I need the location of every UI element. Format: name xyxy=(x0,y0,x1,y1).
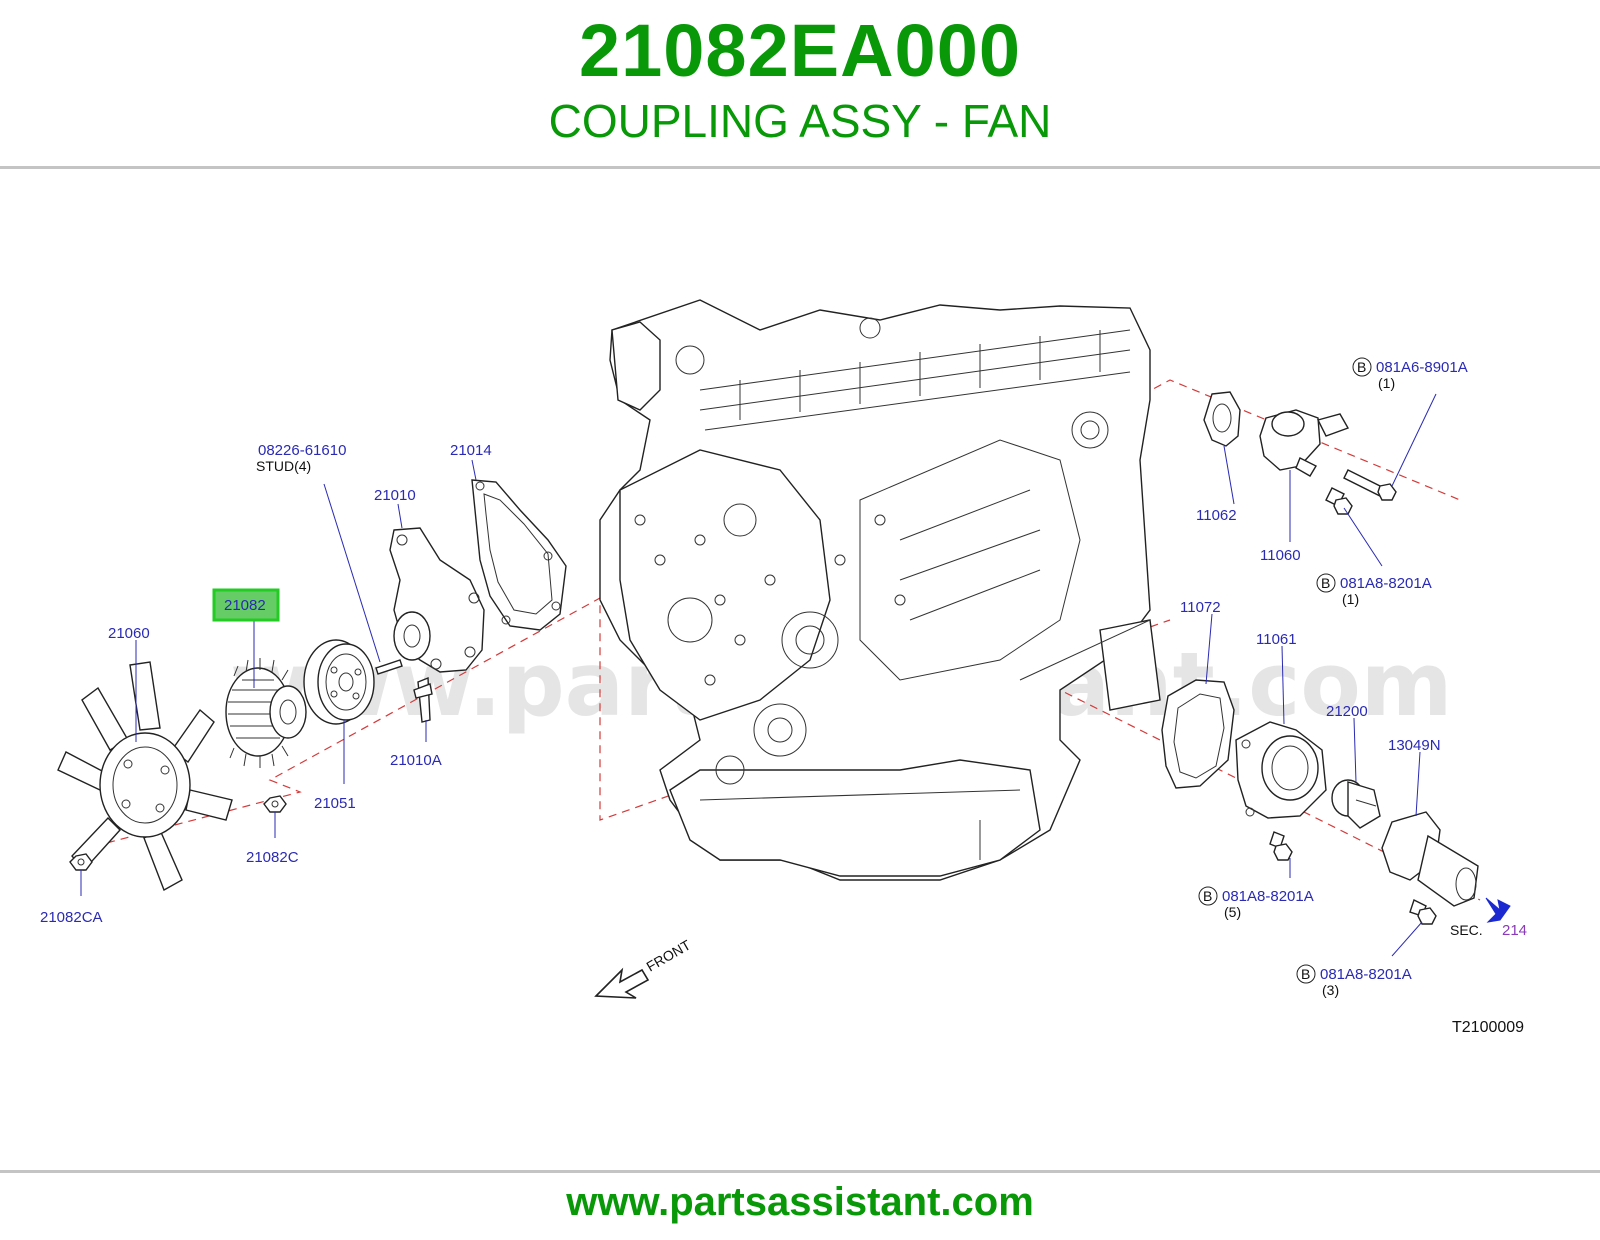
water-outlet-11060 xyxy=(1259,409,1350,477)
callout-21082CA[interactable]: 21082CA xyxy=(40,909,103,926)
b-marker-icon xyxy=(1296,964,1316,984)
callout-081A8-8201A-mid[interactable]: 081A8-8201A xyxy=(1222,888,1314,905)
section-reference-arrow xyxy=(1485,897,1511,923)
callout-21200[interactable]: 21200 xyxy=(1326,703,1368,720)
highlighted-part-box[interactable] xyxy=(212,588,280,622)
water-pump-21010 xyxy=(389,527,485,723)
callout-11062[interactable]: 11062 xyxy=(1196,507,1237,524)
thermostat-21200 xyxy=(1331,779,1381,829)
footer-divider xyxy=(0,1170,1600,1173)
callout-21051[interactable]: 21051 xyxy=(314,795,356,812)
section-number-link[interactable]: 214 xyxy=(1502,922,1527,939)
callout-11072[interactable]: 11072 xyxy=(1180,599,1221,616)
b-marker-label: B xyxy=(1301,966,1310,982)
gasket-21014 xyxy=(471,479,567,631)
b-marker-label: B xyxy=(1203,888,1212,904)
bolt-081A8-8201A-lower xyxy=(1409,899,1437,925)
gasket-11072 xyxy=(1161,679,1235,789)
bolt-081A6-8901A xyxy=(1343,469,1397,501)
gasket-11062 xyxy=(1203,391,1241,447)
header-divider xyxy=(0,166,1600,169)
page-header: 21082EA000 COUPLING ASSY - FAN xyxy=(0,0,1600,168)
bolt-081A8-8201A-upper xyxy=(1325,487,1353,515)
water-inlet-13049N xyxy=(1381,811,1479,907)
b-marker-icon xyxy=(1198,886,1218,906)
bolt-081A8-8201A-mid xyxy=(1269,831,1293,861)
diagram-code: T2100009 xyxy=(1452,1019,1524,1036)
thermostat-housing-11061 xyxy=(1235,721,1327,819)
callout-21082[interactable]: 21082 xyxy=(224,597,266,614)
callout-qty-3: (3) xyxy=(1322,982,1339,998)
stud-08226 xyxy=(375,659,403,675)
b-marker-label: B xyxy=(1321,575,1330,591)
b-marker-icon xyxy=(1352,357,1372,377)
front-direction-arrow xyxy=(594,967,650,999)
section-label: SEC. xyxy=(1450,922,1483,938)
callout-stud-qty: STUD(4) xyxy=(256,458,311,474)
pulley-21051 xyxy=(303,639,375,725)
callout-081A8-8201A-upper[interactable]: 081A8-8201A xyxy=(1340,575,1432,592)
callout-11061[interactable]: 11061 xyxy=(1256,631,1297,648)
part-name-subtitle: COUPLING ASSY - FAN xyxy=(548,95,1052,147)
callout-21060[interactable]: 21060 xyxy=(108,625,150,642)
footer-website-link[interactable]: www.partsassistant.com xyxy=(566,1180,1034,1224)
callout-qty-1b: (1) xyxy=(1342,591,1359,607)
nut-21082CA xyxy=(69,853,93,871)
callout-13049N[interactable]: 13049N xyxy=(1388,737,1441,754)
callout-08226-61610[interactable]: 08226-61610 xyxy=(258,442,346,459)
front-label: FRONT xyxy=(644,936,694,974)
b-marker-icon xyxy=(1316,573,1336,593)
callout-qty-5: (5) xyxy=(1224,904,1241,920)
callout-qty-1a: (1) xyxy=(1378,375,1395,391)
fan-coupling-21082 xyxy=(225,658,307,768)
callout-21010A[interactable]: 21010A xyxy=(390,752,442,769)
callout-21010[interactable]: 21010 xyxy=(374,487,416,504)
callout-21014[interactable]: 21014 xyxy=(450,442,492,459)
callout-081A6-8901A[interactable]: 081A6-8901A xyxy=(1376,359,1468,376)
part-number-title: 21082EA000 xyxy=(578,9,1022,92)
engine-block-drawing xyxy=(599,299,1161,881)
b-marker-label: B xyxy=(1357,359,1366,375)
callout-11060[interactable]: 11060 xyxy=(1260,547,1301,564)
callout-081A8-8201A-lower[interactable]: 081A8-8201A xyxy=(1320,966,1412,983)
callout-21082C[interactable]: 21082C xyxy=(246,849,299,866)
callout-leader-lines xyxy=(80,393,1437,957)
nut-21082C xyxy=(263,795,287,813)
